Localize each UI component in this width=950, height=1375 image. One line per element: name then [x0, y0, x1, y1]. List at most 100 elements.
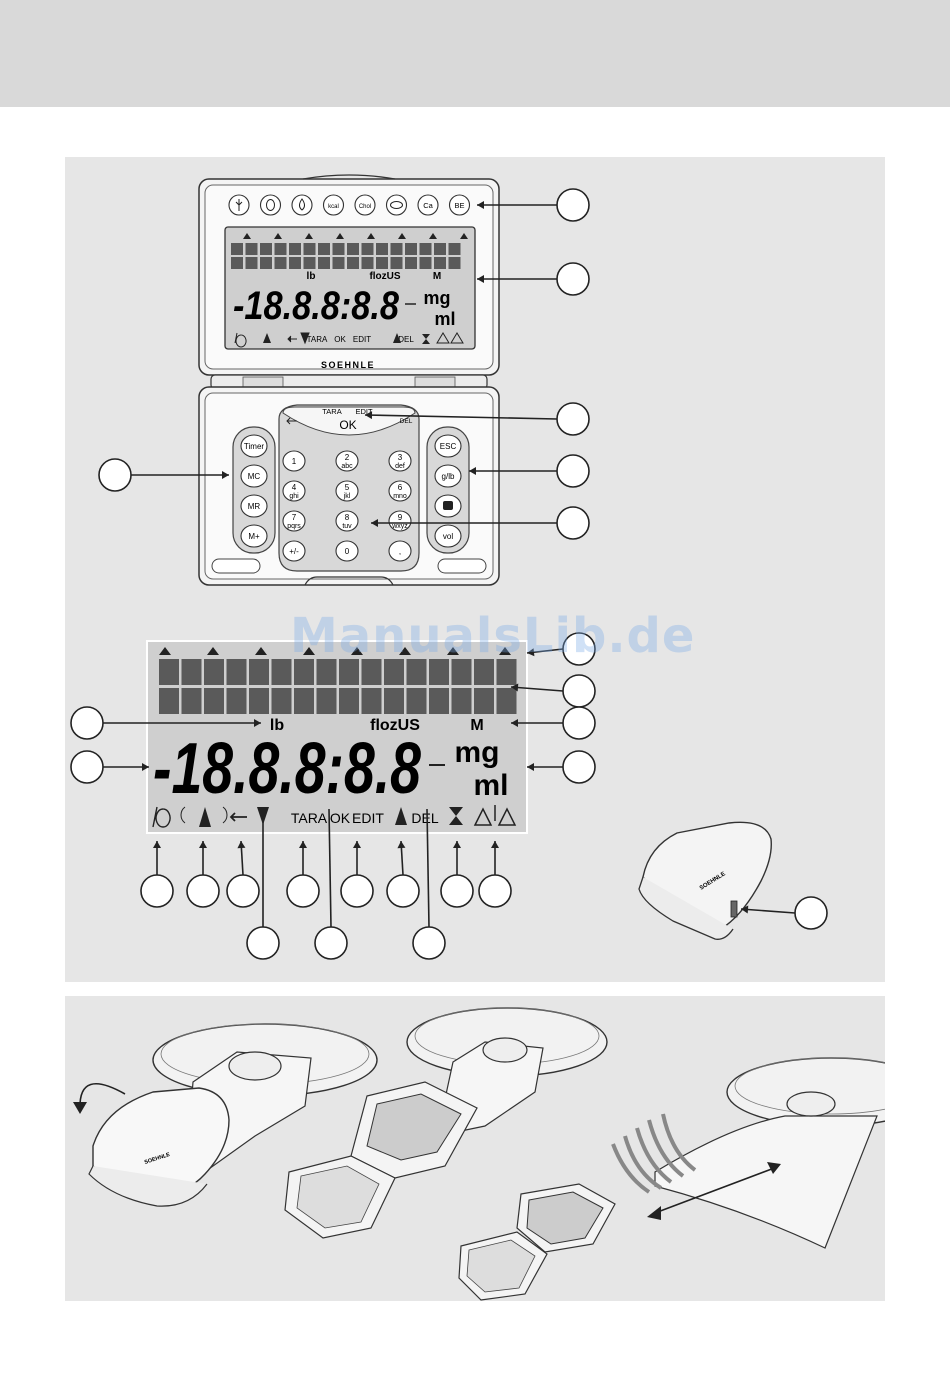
dot-matrix-cell — [497, 688, 517, 714]
nutrient-label: Chol — [359, 204, 371, 210]
key-label: ESC — [440, 442, 457, 451]
nutrient-key-4[interactable]: Chol — [355, 195, 375, 215]
dot-matrix-cell — [474, 688, 494, 714]
key-mr[interactable]: MR — [241, 495, 267, 517]
arrowhead — [237, 841, 245, 848]
dot-matrix-cell — [275, 257, 287, 269]
callout-marker — [387, 875, 419, 907]
number-key[interactable]: , — [389, 541, 411, 561]
dot-matrix-cell — [231, 243, 243, 255]
unit-ml: ml — [473, 769, 508, 802]
usage-panel: SOEHNLE — [65, 996, 885, 1301]
dot-matrix-cell — [362, 257, 374, 269]
callout-marker — [247, 927, 279, 959]
callout-marker — [795, 897, 827, 929]
watermark: ManualsLib.de — [290, 608, 695, 664]
arrowhead — [353, 841, 361, 848]
dot-matrix-cell — [429, 688, 449, 714]
dot-matrix-cell — [449, 257, 461, 269]
callout-marker — [71, 751, 103, 783]
dot-matrix-cell — [272, 659, 292, 685]
dot-matrix-cell — [304, 243, 316, 255]
key-number: 5 — [345, 483, 350, 492]
dot-matrix-cell — [260, 243, 272, 255]
key-timer[interactable]: Timer — [241, 435, 267, 457]
nutrient-key-0[interactable] — [229, 195, 249, 215]
unit-mg: mg — [424, 288, 451, 308]
side-switch[interactable] — [731, 901, 737, 917]
number-key[interactable]: +/- — [283, 541, 305, 561]
del-key-label: DEL — [400, 418, 413, 425]
digit-display: -18.8.8:8.8 — [233, 284, 400, 328]
callout-marker — [187, 875, 219, 907]
key-weight[interactable] — [435, 495, 461, 517]
key-mc[interactable]: MC — [241, 465, 267, 487]
nutrient-label: BE — [454, 201, 464, 210]
ok-key-label[interactable]: OK — [339, 418, 356, 432]
dot-matrix-cell — [249, 659, 269, 685]
dot-matrix-cell — [246, 257, 258, 269]
key-glb[interactable]: g/lb — [435, 465, 461, 487]
dot-matrix-cell — [434, 257, 446, 269]
key-vol[interactable]: vol — [435, 525, 461, 547]
number-key[interactable]: 1 — [283, 451, 305, 471]
nutrient-key-6[interactable]: Ca — [418, 195, 438, 215]
dot-matrix-cell — [227, 688, 247, 714]
dot-matrix-cell — [275, 243, 287, 255]
key-m[interactable]: M+ — [241, 525, 267, 547]
nutrient-key-5[interactable] — [387, 195, 407, 215]
callout-marker — [141, 875, 173, 907]
callout-marker — [563, 751, 595, 783]
dot-matrix-cell — [182, 659, 202, 685]
key-letters: def — [395, 463, 405, 470]
key-number: 2 — [345, 453, 350, 462]
usage-illustration: SOEHNLE — [65, 996, 885, 1301]
key-number: 1 — [292, 457, 297, 466]
nutrient-key-1[interactable] — [261, 195, 281, 215]
number-key[interactable]: 0 — [336, 541, 358, 561]
unit-m: M — [433, 271, 441, 282]
key-number: 7 — [292, 513, 297, 522]
closed-device: SOEHNLE — [639, 822, 771, 939]
arrowhead — [299, 841, 307, 848]
ok-label: OK — [330, 810, 351, 826]
dot-matrix-cell — [449, 243, 461, 255]
key-esc[interactable]: ESC — [435, 435, 461, 457]
callout-marker — [341, 875, 373, 907]
dot-matrix-cell — [231, 257, 243, 269]
weight-icon — [443, 501, 453, 510]
callout-marker — [557, 189, 589, 221]
dot-matrix-cell — [246, 243, 258, 255]
nutrient-key-7[interactable]: BE — [450, 195, 470, 215]
dot-matrix-cell — [384, 688, 404, 714]
callout-marker — [479, 875, 511, 907]
key-label: M+ — [248, 532, 260, 541]
del-label: DEL — [411, 810, 438, 826]
nutrient-key-3[interactable]: kcal — [324, 195, 344, 215]
nutrient-key-2[interactable] — [292, 195, 312, 215]
device-diagram-panel: kcalCholCaBE lbflozUSM-18.8.8:8.8mgmlTAR… — [65, 157, 885, 982]
dot-matrix-cell — [420, 257, 432, 269]
dot-matrix-cell — [347, 243, 359, 255]
key-number: +/- — [289, 547, 299, 556]
unit-lb: lb — [307, 271, 316, 282]
dot-matrix-cell — [362, 688, 382, 714]
dot-matrix-cell — [304, 257, 316, 269]
ok-label: OK — [334, 335, 346, 344]
dot-matrix-cell — [405, 257, 417, 269]
unit-m: M — [470, 717, 483, 734]
device-diagram: kcalCholCaBE lbflozUSM-18.8.8:8.8mgmlTAR… — [65, 157, 885, 982]
key-label: vol — [443, 532, 453, 541]
callout-marker — [287, 875, 319, 907]
arrowhead — [453, 841, 461, 848]
dot-matrix-cell — [362, 243, 374, 255]
